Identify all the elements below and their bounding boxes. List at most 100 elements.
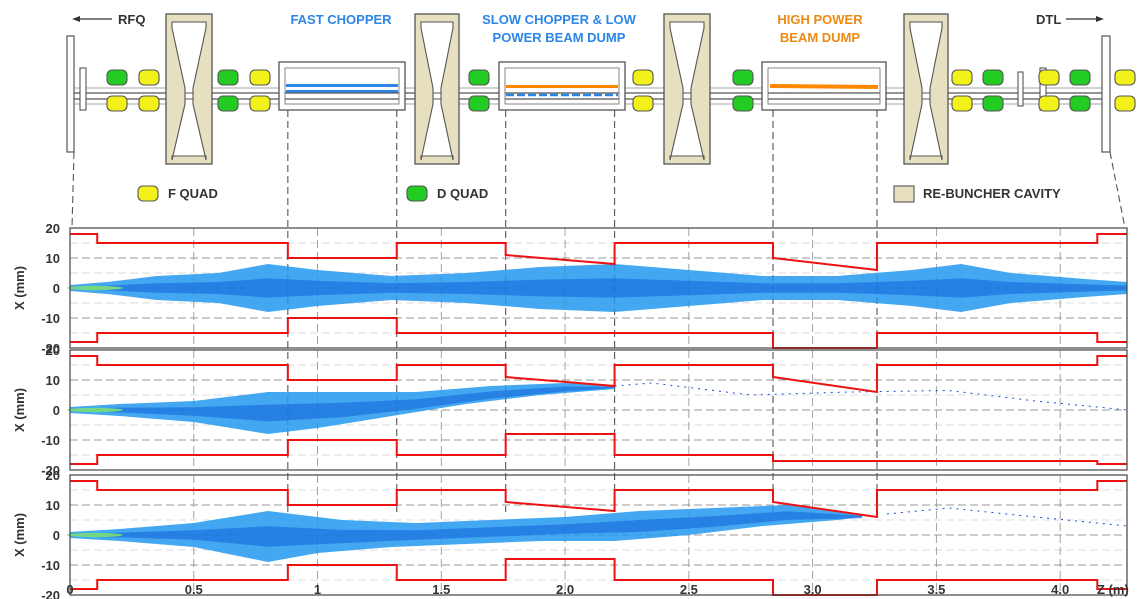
panel: 20 10 0 -10 -20 X (mm) xyxy=(12,221,1128,356)
quadrupole xyxy=(106,69,128,112)
bellows-flange xyxy=(1017,71,1024,107)
aperture-upper xyxy=(70,233,1127,272)
legend-d-quad-label: D QUAD xyxy=(437,186,488,201)
y-axis-label: X (mm) xyxy=(12,266,27,310)
x-tick-label: 4.0 xyxy=(1051,582,1069,597)
quadrupole xyxy=(138,69,160,112)
high-power-title-line2: BEAM DUMP xyxy=(780,30,860,45)
y-axis-label: X (mm) xyxy=(12,388,27,432)
aperture-upper xyxy=(70,480,1127,519)
quadrupole xyxy=(1038,69,1060,112)
quadrupole xyxy=(1069,69,1091,112)
aperture-upper xyxy=(70,355,1127,394)
y-tick-label: 10 xyxy=(46,498,60,513)
x-tick-label: 1.5 xyxy=(432,582,450,597)
x-tick-label: 2.5 xyxy=(680,582,698,597)
y-tick-label: 20 xyxy=(46,468,60,483)
x-axis-ticks: 0 0.5 1 1.5 2.0 2.5 3.0 3.5 4.0 xyxy=(66,582,1069,597)
high-power-dump-tank-inner xyxy=(767,67,881,105)
rebuncher-cavities xyxy=(165,13,949,165)
y-tick-label: -10 xyxy=(41,311,60,326)
slow-chopper-title-line1: SLOW CHOPPER & LOW xyxy=(482,12,637,27)
panel-frame xyxy=(69,349,1128,471)
x-tick-label: 3.5 xyxy=(927,582,945,597)
beamline-schematic: RFQ DTL FAST CHOPPER SLOW CHOPPER & LOW … xyxy=(66,12,1136,203)
quadrupole xyxy=(1114,69,1136,112)
slow-chopper-tank-inner xyxy=(504,67,620,105)
beam-injection-core xyxy=(66,532,123,538)
beam-trail xyxy=(886,507,1128,527)
rebuncher-cavity xyxy=(663,13,711,165)
y-tick-label: -10 xyxy=(41,558,60,573)
y-tick-label: 20 xyxy=(46,343,60,358)
beam-core xyxy=(70,278,1127,298)
dtl-label: DTL xyxy=(1036,12,1061,27)
slow-chopper-dump-plate xyxy=(506,85,618,88)
quadrupole xyxy=(982,69,1004,112)
quadrupole xyxy=(468,69,490,112)
panel-frame xyxy=(69,474,1128,596)
aperture-lower xyxy=(70,433,1127,465)
projection-line xyxy=(71,151,75,229)
quadrupole xyxy=(732,69,754,112)
fast-chopper-plate-bottom xyxy=(286,90,398,93)
slow-chopper-title-line2: POWER BEAM DUMP xyxy=(493,30,626,45)
beam-trail xyxy=(614,382,1128,411)
rebuncher-cavity xyxy=(903,13,949,165)
panel-frame xyxy=(69,227,1128,349)
legend-f-quad-swatch xyxy=(137,185,159,202)
x-axis-label: Z (m) xyxy=(1097,582,1129,597)
beam-core xyxy=(70,511,863,547)
x-tick-label: 0.5 xyxy=(185,582,203,597)
aperture-lower xyxy=(70,317,1127,349)
legend-rebuncher-label: RE-BUNCHER CAVITY xyxy=(923,186,1061,201)
gridlines xyxy=(69,350,1127,470)
y-tick-label: 0 xyxy=(53,281,60,296)
y-tick-label: -20 xyxy=(41,463,60,478)
aperture-lower xyxy=(70,558,1127,596)
y-tick-label: 20 xyxy=(46,221,60,236)
rfq-arrow-icon xyxy=(72,16,112,22)
dtl-flange xyxy=(1101,35,1111,153)
beam-injection-core xyxy=(66,407,123,413)
quadrupole xyxy=(217,69,239,112)
beam-injection-core xyxy=(66,285,123,291)
rfq-flange xyxy=(66,35,75,153)
dtl-arrow-icon xyxy=(1066,16,1104,22)
fast-chopper-plate-top xyxy=(286,84,398,87)
rebuncher-cavity xyxy=(165,13,213,165)
y-tick-label: -20 xyxy=(41,588,60,599)
legend-rebuncher-swatch xyxy=(893,185,915,203)
quadrupole xyxy=(951,69,973,112)
quadrupole xyxy=(632,69,654,112)
projection-line xyxy=(1109,151,1126,229)
quadrupoles xyxy=(106,69,1136,112)
y-tick-label: -20 xyxy=(41,341,60,356)
high-power-dump-plate xyxy=(770,84,878,89)
rfq-label: RFQ xyxy=(118,12,145,27)
quadrupole xyxy=(249,69,271,112)
high-power-title-line1: HIGH POWER xyxy=(777,12,863,27)
y-tick-label: 0 xyxy=(53,528,60,543)
y-tick-label: 10 xyxy=(46,373,60,388)
fast-chopper-title: FAST CHOPPER xyxy=(290,12,392,27)
rfq-end-flange xyxy=(79,67,87,111)
y-axis-label: X (mm) xyxy=(12,513,27,557)
beam-core xyxy=(70,386,615,422)
rebuncher-cavity xyxy=(414,13,460,165)
y-tick-label: 10 xyxy=(46,251,60,266)
x-tick-label: 0 xyxy=(66,582,73,597)
legend-d-quad-swatch xyxy=(406,185,428,202)
x-tick-label: 2.0 xyxy=(556,582,574,597)
fast-chopper-tank-inner xyxy=(284,67,400,105)
panel: 20 10 0 -10 -20 X (mm) xyxy=(12,343,1128,478)
y-tick-label: 0 xyxy=(53,403,60,418)
x-tick-label: 3.0 xyxy=(804,582,822,597)
x-tick-label: 1 xyxy=(314,582,321,597)
legend: F QUAD D QUAD RE-BUNCHER CAVITY xyxy=(137,185,1061,203)
y-tick-label: -10 xyxy=(41,433,60,448)
legend-f-quad-label: F QUAD xyxy=(168,186,218,201)
